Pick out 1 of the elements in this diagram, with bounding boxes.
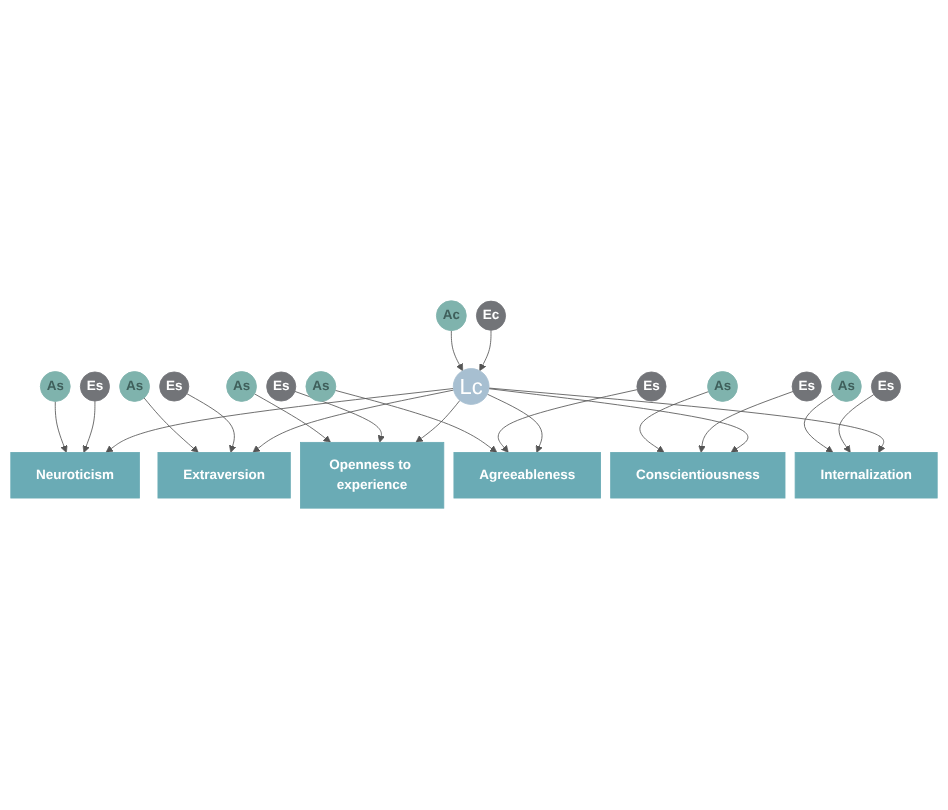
node-circle: Lc	[452, 368, 490, 406]
